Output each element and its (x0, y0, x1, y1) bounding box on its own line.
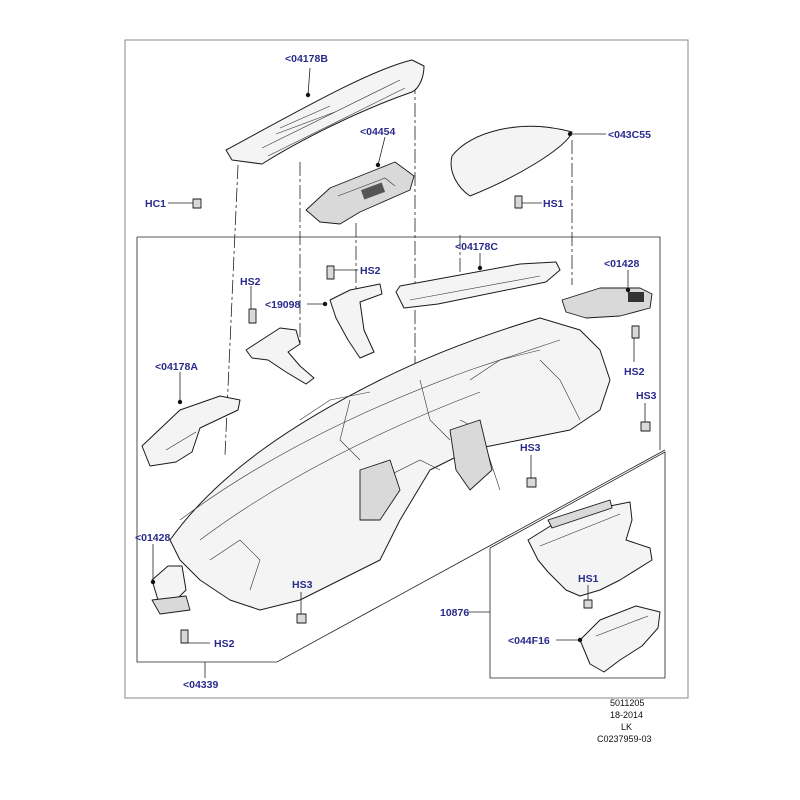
fastener-hs1-top (514, 195, 523, 209)
fastener-hs3-center (526, 477, 537, 488)
leader-top-panel (307, 67, 311, 96)
left-end-trim-part (141, 395, 241, 467)
label-cluster-assembly: 10876 (440, 607, 469, 619)
fastener-hs2-right (631, 325, 640, 339)
trim-cover-part (305, 161, 415, 225)
fastener-hs2-left (248, 308, 257, 324)
label-hs3-right: HS3 (636, 390, 657, 402)
fastener-hs3-right (640, 421, 651, 432)
label-cluster-bezel: <044F16 (508, 635, 550, 647)
center-trim-part (395, 261, 561, 309)
vent-right-part (561, 287, 653, 319)
bracket-part (245, 283, 383, 385)
leader-trim-cover (377, 136, 386, 166)
label-hs2-right: HS2 (624, 366, 645, 378)
footer-line-2: 18-2014 (610, 710, 643, 720)
footer-line-1: 5011205 (610, 698, 644, 708)
label-speaker-grille: <043C55 (608, 129, 651, 141)
label-dash-assembly: <04339 (183, 679, 218, 691)
cluster-box (489, 451, 666, 679)
label-hc1: HC1 (145, 198, 166, 210)
top-panel-part (225, 59, 425, 165)
label-hs2-bottom: HS2 (214, 638, 235, 650)
fastener-hs2-mid (326, 265, 335, 280)
label-hs2-mid: HS2 (360, 265, 381, 277)
dashboard-body-part (169, 317, 611, 611)
fastener-hc1 (192, 198, 202, 209)
footer-line-3: LK (621, 722, 632, 732)
label-hs2-left: HS2 (240, 276, 261, 288)
label-vent-left: <01428 (135, 532, 170, 544)
label-bracket: <19098 (265, 299, 300, 311)
label-top-panel: <04178B (285, 53, 328, 65)
outer-frame (124, 39, 689, 699)
label-trim-cover: <04454 (360, 126, 395, 138)
label-hs1-top: HS1 (543, 198, 564, 210)
label-hs3-center: HS3 (520, 442, 541, 454)
cluster-housing-part (527, 499, 653, 597)
cluster-bezel-part (579, 605, 661, 673)
label-hs3-bottom: HS3 (292, 579, 313, 591)
label-center-trim: <04178C (455, 241, 498, 253)
vent-left-part (151, 565, 191, 615)
dash-box-lower (136, 237, 666, 663)
label-hs1-cluster: HS1 (578, 573, 599, 585)
fastener-hs2-bottom (180, 629, 189, 644)
footer-line-4: C0237959-03 (597, 734, 652, 744)
speaker-grille-part (450, 125, 573, 197)
fastener-hs3-bottom (296, 613, 307, 624)
fastener-hs1-cluster (583, 599, 593, 609)
label-left-end-trim: <04178A (155, 361, 198, 373)
label-vent-right: <01428 (604, 258, 639, 270)
dash-box-upper (137, 236, 661, 450)
